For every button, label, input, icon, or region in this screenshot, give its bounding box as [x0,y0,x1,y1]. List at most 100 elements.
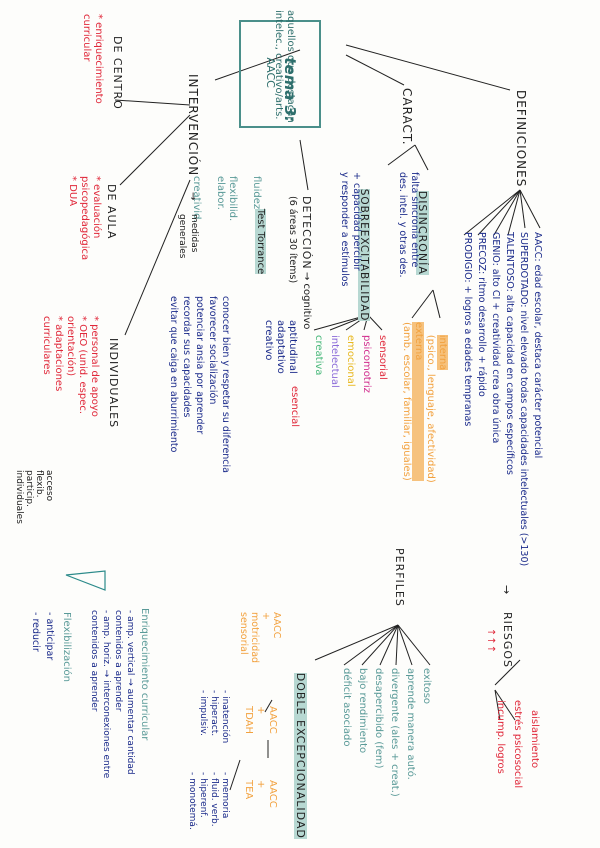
motriz-label: motricidad [249,612,260,664]
sensorial-label: sensorial [377,335,388,380]
adaptaciones-list: acceso flexib. particip. individuales [14,470,54,524]
perfiles-heading: PERFILES [393,548,406,607]
doble-block: DOBLE EXCEPCIONALIDAD [281,660,318,839]
tip-1: conocer bien y respetar su diferencia [220,296,231,473]
riesgo-aislamiento: aislamiento [529,710,540,769]
interna-label: interna [437,334,448,371]
flex-anticipar: - anticipar [44,612,55,661]
deteccion-arrow: → cognitivo [301,272,312,330]
caract-heading: CARACT. [400,88,414,146]
deteccion-tips: conocer bien y respetar su diferencia fa… [167,296,232,473]
intervencion-heading: INTERVENCIÓN [186,74,200,177]
aula-item-3: * DUA [67,176,78,207]
disincronia-line-1: falta sincronía entre [409,172,420,268]
interna-detail: (psico., lenguaje, afectividad) [425,334,436,483]
tdah-inatencion: - inatención [220,690,230,744]
motriz-sensorial: sensorial [238,612,249,655]
adapt-individuales: individuales [14,470,24,524]
subtitle-line-1: aquellos que destacan [285,10,296,123]
creativa-label: creativa [313,335,324,376]
flexibilidad-label: flexibilid. [227,176,238,222]
enriquecimiento-heading: Enriquecimiento curricular [139,608,150,741]
riesgos-arrows-icon: ↑↑↑ [485,628,496,654]
tip-2: favorecer socialización [207,296,218,405]
sobreex-line-2: y responder a estímulos [339,172,350,287]
definiciones-list: AACC: edad escolar, destaca carácter pot… [460,232,544,566]
tea-list: - memoria - fluid. verb. - hiperenf. - m… [186,772,230,830]
tdah-list: - inatención - hiperact. - impulsiv. [197,690,230,743]
medidas-generales: medidas generales [176,214,200,258]
motriz-plus: + [260,612,271,620]
perfil-desapercibido: desapercibido (fem) [373,668,384,769]
aula-item-2: psicopedagógica [79,176,90,261]
subtitle-line-2: intelec., creativo/arts. [273,10,284,120]
creativo-label: creativo [263,320,274,361]
tea-plus: + [255,780,266,789]
tea-label: TEA [243,780,254,800]
tea-fluid: - fluid. verb. [209,772,219,827]
aula-heading: DE AULA [105,184,118,240]
disincronia-desc: falta sincronía entre des. intel. y otra… [396,172,420,278]
aacc-tdah: AACC + TDAH [242,706,278,734]
flex-heading: Flexibilización [61,612,72,682]
torrance-items: fluidez flexibilid. elabor. creativid. [190,176,262,223]
doble-excepcionalidad: DOBLE EXCEPCIONALIDAD [294,672,307,839]
externa-line: externa (amb. escolar, familiar, iguales… [400,322,424,481]
riesgo-estres: estrés psicosocial [512,700,523,789]
riesgo-logros: incump. logros [495,700,506,774]
ind-item-5: curriculares [41,316,52,375]
sobreex-desc: + capacidad percibir y responder a estím… [338,172,362,286]
perfil-divergente: divergente (ales + creat.) [389,668,400,797]
aula-item-1: * evaluación [91,176,102,239]
esencial-label: esencial [289,386,300,428]
externa-label: externa [412,322,424,481]
perfil-bajo-rendimiento: bajo rendimiento [357,668,368,754]
tdah-plus: + [255,706,266,715]
enriq-horiz-2: contenidos a aprender [89,610,99,712]
aacc-motricidad: AACC + motricidad sensorial [238,612,282,663]
centro-item-1: * enriquecimiento [93,14,104,104]
def-precoz: PRECOZ: ritmo desarrollo + rápido [476,232,487,397]
riesgos-heading: RIESGOS [501,612,514,668]
tdah-label: TDAH [243,706,254,734]
ind-item-4: * adaptaciones [53,316,64,392]
emocional-label: emocional [345,335,356,387]
perfil-autonomo: aprende manera autó. [405,668,416,780]
def-aacc: AACC: edad escolar, destaca carácter pot… [532,232,543,459]
enriq-vertical-2: contenidos a aprender [113,610,123,712]
deteccion-sub: (6 áreas 30 ítems) [287,196,298,284]
tdah-hiperact: - hiperact. [209,690,219,737]
ind-item-3: orientación) [65,316,76,377]
centro-item-2: curricular [81,14,92,62]
adapt-flexib: flexib. [34,470,44,498]
motriz-aacc: AACC [271,612,282,639]
aacc-tea: AACC + TEA [242,780,278,808]
ind-item-1: * personal de apoyo [89,316,100,417]
tea-memoria: - memoria [220,772,230,819]
externa-detail: (amb. escolar, familiar, iguales) [401,322,412,481]
sobreex-line-1: + capacidad percibir [351,172,362,271]
adapt-particip: particip. [24,470,34,507]
perfil-deficit: déficit asociado [341,668,352,747]
def-superdotado: SUPERDOTADO: nivel elevado todas capacid… [518,232,529,567]
centro-heading: DE CENTRO [111,36,124,110]
medidas-arrow: → [187,192,198,201]
intelectual-label: intelectual [329,335,340,388]
def-talentoso: TALENTOSO: alta capacidad en campos espe… [504,232,515,475]
tip-3: potenciar ansia por aprender [194,296,205,435]
perfiles-list: exitoso aprende manera autó. divergente … [338,668,434,797]
tea-aacc: AACC [267,780,278,808]
definiciones-heading: DEFINICIONES [514,90,528,188]
deteccion-types: aptitudinal adaptativo creativo [262,320,298,374]
generales-label: generales [177,214,187,259]
individuales-items: * personal de apoyo * OEO (unid. espec. … [40,316,100,417]
flex-reducir: - reducir [30,612,41,652]
tdah-impulsiv: - impulsiv. [198,690,208,736]
deteccion-heading: DETECCIÓN [300,196,313,270]
enriquecimiento-list: - amp. vertical → aumentar cantidad cont… [88,610,136,778]
ind-item-2: * OEO (unid. espec. [77,316,88,415]
flex-list: - anticipar - reducir [28,612,56,660]
elaboracion-label: elabor. [215,176,226,210]
tea-hiperenf: - hiperenf. [198,772,208,818]
